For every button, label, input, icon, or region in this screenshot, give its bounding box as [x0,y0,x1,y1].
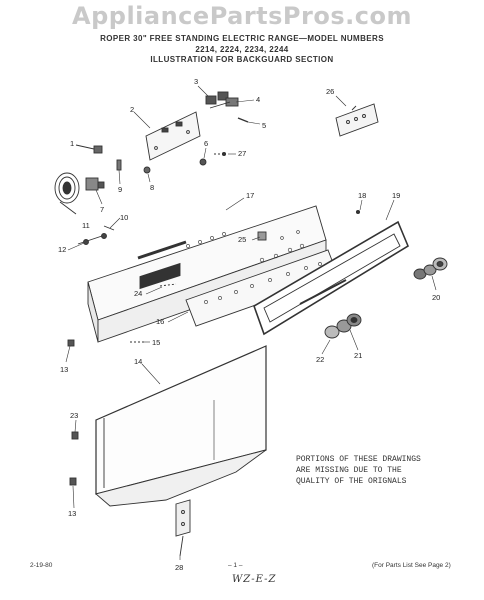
callout-9: 9 [118,185,122,194]
callout-5: 5 [262,121,266,130]
callout-1: 1 [70,139,74,148]
callout-13-top: 13 [60,365,68,374]
callout-13-bottom: 13 [68,509,76,518]
part-3-4-blocks [205,91,239,109]
callout-19: 19 [392,191,400,200]
callout-11: 11 [82,221,90,230]
callout-16: 16 [156,317,164,326]
part-24-screw [159,283,177,287]
callout-22: 22 [316,355,324,364]
callout-7: 7 [100,205,104,214]
part-2-switch-plate [145,111,201,161]
callout-14: 14 [134,357,142,366]
part-18 [355,209,361,215]
callout-8: 8 [150,183,154,192]
part-6-27-fasteners [199,151,227,166]
footer-page-number: – 1 – [228,562,243,569]
callout-2: 2 [130,105,134,114]
note-line: PORTIONS OF THESE DRAWINGS [296,455,421,464]
part-25 [257,231,267,241]
part-19-frame [253,220,410,336]
part-10-12-wires [77,225,115,245]
part-21-22-knobs [324,313,362,339]
part-8 [143,166,151,174]
callout-28: 28 [175,563,183,572]
callout-3: 3 [194,77,198,86]
note-line: QUALITY OF THE ORIGNALS [296,477,407,486]
callout-24: 24 [134,289,142,298]
part-11-clock-timer [54,172,105,215]
part-9 [116,159,122,171]
part-20-knobs [413,257,448,280]
callout-25: 25 [238,235,246,244]
part-5-screw [237,117,249,123]
callout-18: 18 [358,191,366,200]
callout-12: 12 [58,245,66,254]
watermark: AppliancePartsPros.com [72,2,412,30]
part-23-clip [71,431,79,440]
part-28-bracket [175,499,191,557]
header-subtitle: ILLUSTRATION FOR BACKGUARD SECTION [150,55,334,64]
callout-17: 17 [246,191,254,200]
header-models: 2214, 2224, 2234, 2244 [195,45,289,54]
footer-date: 2-19-80 [30,562,53,569]
part-14-lower-panel [95,345,267,507]
handwritten-mark: WZ-E-Z [232,574,277,585]
header-title: ROPER 30" FREE STANDING ELECTRIC RANGE—M… [100,34,384,43]
callout-4: 4 [256,95,260,104]
callout-labels: 1 2 3 4 5 6 7 8 9 10 11 12 13 13 14 15 1… [58,77,440,572]
callout-10: 10 [120,213,128,222]
callout-26: 26 [326,87,334,96]
part-13-clip-bottom [69,477,77,486]
missing-portions-note: PORTIONS OF THESE DRAWINGS ARE MISSING DU… [296,454,421,487]
callout-6: 6 [204,139,208,148]
callout-23: 23 [70,411,78,420]
part-1-clip [93,145,103,154]
leader-lines [65,85,437,560]
footer-parts-list-ref: (For Parts List See Page 2) [372,562,451,569]
note-line: ARE MISSING DUE TO THE [296,466,402,475]
callout-27: 27 [238,149,246,158]
callout-15: 15 [152,338,160,347]
callout-20: 20 [432,293,440,302]
callout-21: 21 [354,351,362,360]
part-13-clip-top [67,339,75,347]
part-26-bracket [335,103,379,137]
